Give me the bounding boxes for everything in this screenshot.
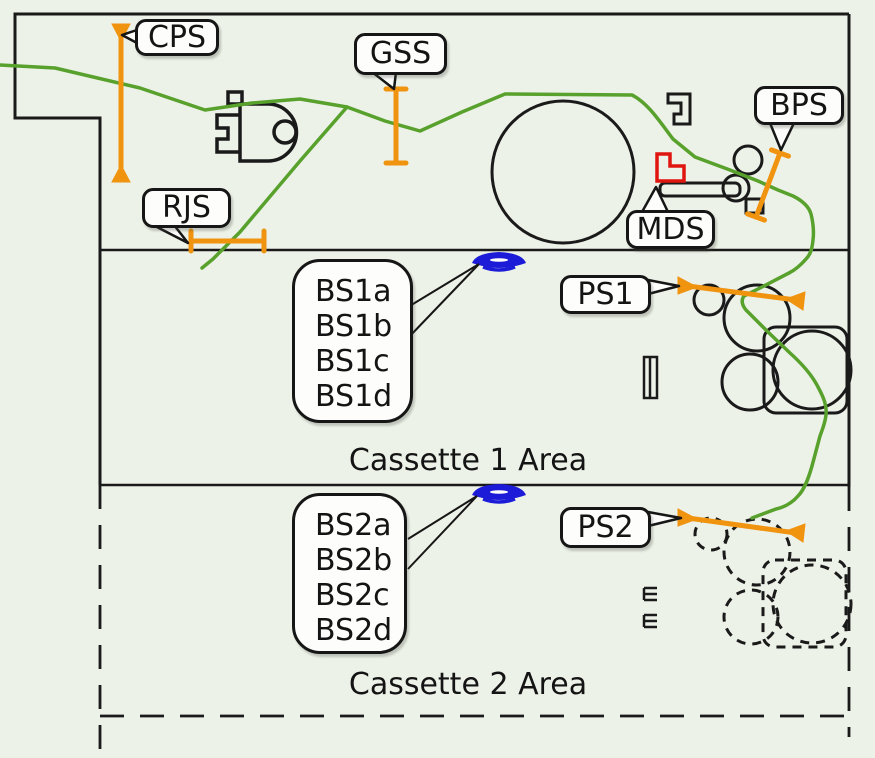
ps1-rollers — [642, 283, 853, 415]
callout-ps1: PS1 — [560, 275, 651, 314]
bs1b-label: BS1b — [315, 309, 393, 344]
callout-gss: GSS — [354, 33, 447, 75]
machine-outline — [13, 12, 851, 750]
bs-leader-lines — [407, 263, 480, 570]
bs2a-label: BS2a — [315, 508, 392, 543]
bs1a-label: BS1a — [315, 274, 392, 309]
cassette-2-area-label: Cassette 2 Area — [348, 667, 588, 702]
bs1d-label: BS1d — [315, 379, 393, 414]
bs2d-label: BS2d — [315, 613, 393, 648]
mds-sensor-icon — [655, 152, 686, 183]
cps-sensor-mark — [111, 23, 131, 183]
bps-callout-tail — [768, 121, 796, 152]
drum — [490, 99, 636, 245]
bs2-leader-lines — [407, 495, 478, 570]
callout-cps: CPS — [135, 19, 219, 56]
ps2-callout-tail — [646, 510, 683, 528]
ps2-sensor-mark — [677, 508, 806, 543]
sensor-marks — [111, 23, 806, 543]
callout-bs2-group: BS2a BS2b BS2c BS2d — [292, 493, 407, 654]
callout-bps: BPS — [754, 86, 844, 125]
ps1-callout-tail — [646, 278, 681, 296]
bs2b-label: BS2b — [315, 543, 393, 578]
callout-bs1-group: BS1a BS1b BS1c BS1d — [292, 259, 413, 423]
gss-sensor-mark — [383, 86, 409, 166]
registration-guide — [658, 144, 765, 215]
callout-tails — [120, 28, 796, 528]
bs1c-label: BS1c — [315, 344, 390, 379]
ps2-guide-marks — [642, 586, 657, 629]
callout-mds: MDS — [626, 210, 715, 249]
bs2-sensor — [472, 484, 526, 504]
paper-path — [0, 63, 828, 520]
bs2c-label: BS2c — [315, 578, 390, 613]
bs1-leader-lines — [407, 263, 480, 339]
bps-sensor-mark — [745, 147, 791, 223]
callout-rjs: RJS — [142, 188, 231, 228]
bs1-sensor — [472, 252, 526, 272]
paper-path-branch — [200, 105, 349, 270]
callout-ps2: PS2 — [560, 507, 651, 548]
mds-callout-tail — [640, 185, 670, 214]
ps2-rollers — [693, 516, 853, 649]
cassette-1-area-label: Cassette 1 Area — [348, 443, 588, 478]
bracket-component — [666, 92, 692, 126]
rjs-sensor-mark — [188, 228, 267, 254]
